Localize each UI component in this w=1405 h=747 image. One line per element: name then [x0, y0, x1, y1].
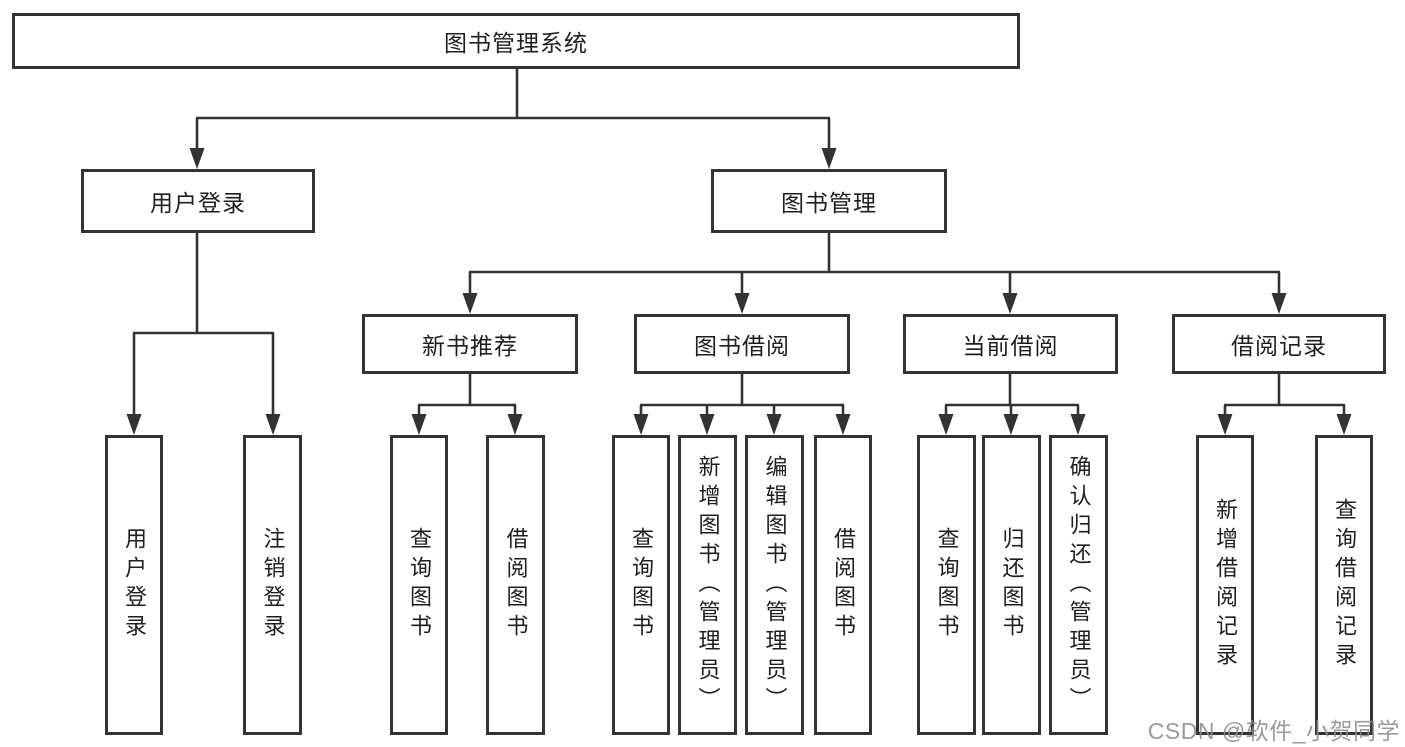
- node-label: 新增借阅记录: [1213, 498, 1238, 672]
- node-label: 借阅图书: [831, 527, 856, 643]
- node-new-book-recommend: 新书推荐: [362, 314, 578, 374]
- node-label: 图书管理: [781, 190, 877, 216]
- node-borrowing-records: 借阅记录: [1172, 314, 1386, 374]
- node-book-borrowing: 图书借阅: [634, 314, 850, 374]
- leaf-borrow-books-recommend: 借阅图书: [486, 435, 545, 735]
- leaf-add-book-admin: 新增图书（管理员）: [678, 435, 737, 735]
- node-label: 新增图书（管理员）: [695, 454, 721, 716]
- leaf-add-borrow-record: 新增借阅记录: [1196, 435, 1254, 735]
- node-book-management-branch: 图书管理: [711, 169, 947, 233]
- node-label: 注销登录: [260, 527, 286, 643]
- node-label: 借阅记录: [1231, 333, 1327, 359]
- node-root: 图书管理系统: [12, 13, 1020, 69]
- node-label: 查询图书: [934, 527, 960, 643]
- node-label: 确认归还（管理员）: [1066, 454, 1092, 716]
- leaf-user-login: 用户登录: [105, 435, 163, 735]
- node-label: 新书推荐: [422, 333, 518, 359]
- leaf-return-books: 归还图书: [982, 435, 1041, 735]
- leaf-query-borrow-record: 查询借阅记录: [1315, 435, 1373, 735]
- leaf-edit-book-admin: 编辑图书（管理员）: [745, 435, 804, 735]
- node-label: 查询图书: [629, 527, 654, 643]
- node-current-borrowing: 当前借阅: [903, 314, 1118, 374]
- node-label: 查询借阅记录: [1332, 498, 1357, 672]
- csdn-watermark: CSDN @软件_小贺同学: [1147, 718, 1400, 744]
- leaf-confirm-return-admin: 确认归还（管理员）: [1049, 435, 1108, 735]
- leaf-logout: 注销登录: [243, 435, 302, 735]
- leaf-query-books-borrowing: 查询图书: [612, 435, 670, 735]
- node-label: 查询图书: [407, 527, 432, 643]
- node-label: 图书借阅: [694, 333, 790, 359]
- node-label: 图书管理系统: [444, 30, 588, 56]
- node-label: 借阅图书: [503, 527, 529, 643]
- node-user-login-branch: 用户登录: [81, 169, 315, 233]
- leaf-borrow-books-borrowing: 借阅图书: [814, 435, 872, 735]
- leaf-query-books-recommend: 查询图书: [390, 435, 448, 735]
- node-label: 用户登录: [122, 527, 147, 643]
- node-label: 用户登录: [150, 190, 246, 216]
- node-label: 归还图书: [999, 527, 1025, 643]
- leaf-query-books-current: 查询图书: [917, 435, 976, 735]
- node-label: 当前借阅: [962, 333, 1059, 359]
- node-label: 编辑图书（管理员）: [762, 454, 788, 716]
